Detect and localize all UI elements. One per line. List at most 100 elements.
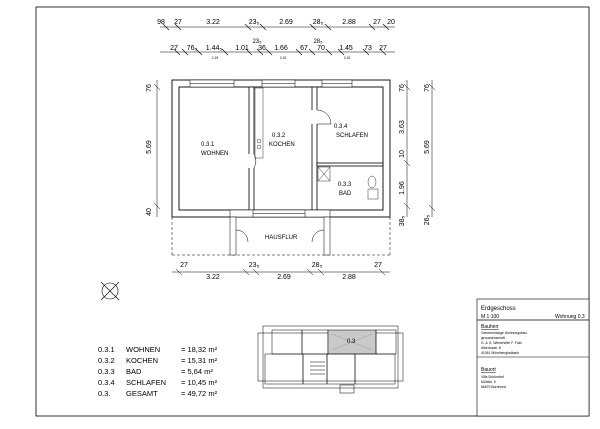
top-dim-label: 28₅ [313, 19, 324, 26]
owner-line: G. & G. Wiesehöfer F. Fiab. [481, 341, 523, 345]
site-heading: Bauort [481, 367, 496, 373]
top-dim-label: 2.69 [279, 19, 293, 26]
right-dim-label: 38₅ [399, 216, 406, 227]
bath-fixtures [317, 166, 379, 200]
top-dim-label: 1.45 [339, 45, 353, 52]
area-row-name: BAD [126, 367, 142, 376]
area-row-value: = 5,64 m² [181, 367, 213, 376]
top-dim-label: 36 [258, 45, 266, 52]
bottom-dim-label: 2.69 [277, 274, 291, 281]
north-arrow-icon [100, 281, 120, 301]
area-row-name: WOHNEN [126, 345, 160, 354]
title-block-scale: M 1:100 [481, 314, 499, 320]
owner-line: Albertusstr. 8 [481, 346, 501, 350]
site-line: Mühlstr. 5 [481, 380, 496, 384]
right-dim-label: 26₅ [424, 215, 431, 226]
top-sub-dim-label: 2.19 [212, 56, 219, 60]
top-dim-label: 76₅ [187, 45, 198, 52]
bottom-dim-label: 27 [374, 262, 382, 269]
bottom-dimension-labels: 27 3.22 23₅ 2.69 28₅ 2.88 27 [180, 262, 382, 281]
top-dim-label: 28₅ [313, 39, 323, 45]
owner-line: 41061 Mönchengladbach [481, 351, 519, 355]
area-row-id: 0.3.3 [98, 367, 115, 376]
sheet-border [35, 6, 590, 417]
top-dim-label: 67 [300, 45, 308, 52]
room-id-bad: 0.3.3 [338, 182, 352, 188]
right-dim-label: 1.96 [399, 181, 406, 195]
bottom-dim-label: 23₅ [249, 262, 260, 269]
title-block-unit: Wohnung 0.3 [555, 314, 585, 320]
interior-doors [248, 109, 332, 169]
top-dimensions [160, 23, 395, 56]
title-block [476, 298, 590, 417]
room-name-hausflur: HAUSFLUR [265, 235, 298, 241]
owner-line: Gemeinnützige Wohnungsbau- [481, 331, 528, 335]
bottom-dim-label: 28₅ [312, 262, 323, 269]
top-dim-label: 1.66 [274, 45, 288, 52]
top-dim-label: 98 [157, 19, 165, 26]
right-dim-label: 3.63 [399, 120, 406, 134]
left-dim-label: 5.69 [146, 140, 153, 154]
windows-top [189, 79, 353, 88]
right-dim-label: 76 [424, 84, 431, 92]
site-line: Villa Schöndorf [481, 375, 504, 379]
top-dim-label: 27 [170, 45, 178, 52]
kitchen-counter [254, 87, 264, 159]
bottom-dimensions [172, 268, 390, 276]
area-row-value: = 10,45 m² [181, 378, 218, 387]
area-row-value: = 18,32 m² [181, 345, 218, 354]
left-dimensions [153, 80, 161, 217]
area-row-name: SCHLAFEN [126, 378, 166, 387]
right-dimensions [403, 80, 436, 217]
top-dim-label: 27 [174, 19, 182, 26]
top-dim-label: 23₅ [252, 39, 262, 45]
right-dim-label: 10 [399, 150, 406, 158]
room-name-kochen: KOCHEN [269, 142, 295, 148]
room-id-kochen: 0.3.2 [272, 133, 286, 139]
top-sub-dim-label: 2.15 [344, 56, 351, 60]
top-dim-label: 23₅ [249, 19, 260, 26]
area-table: 0.3.1 WOHNEN = 18,32 m² 0.3.2 KOCHEN = 1… [98, 345, 218, 398]
room-name-bad: BAD [339, 191, 352, 197]
area-row-id: 0.3.1 [98, 345, 115, 354]
key-plan [257, 325, 404, 394]
top-dim-label: 1.44₅ [206, 45, 223, 52]
left-dim-label: 76 [146, 84, 153, 92]
top-dim-label: 27 [373, 19, 381, 26]
top-dim-label: 2.88 [342, 19, 356, 26]
top-dim-label: 70 [317, 45, 325, 52]
hallway [171, 209, 391, 256]
top-dim-label: 73 [364, 45, 372, 52]
outer-walls [171, 79, 391, 218]
right-dim-label: 76 [399, 84, 406, 92]
bottom-dim-label: 27 [180, 262, 188, 269]
top-dimension-labels: 98 27 3.22 23₅ 2.69 28₅ 2.88 27 20 23₅ 2… [157, 19, 395, 60]
area-row-value: = 49,72 m² [181, 389, 218, 398]
top-sub-dim-label: 2.15 [280, 56, 287, 60]
left-dim-label: 40 [146, 208, 153, 216]
keyplan-unit-label: 0.3 [347, 339, 356, 345]
top-dim-label: 20 [387, 19, 395, 26]
top-dim-label: 1.01 [235, 45, 249, 52]
site-line: 66679 Bornhorst [481, 385, 506, 389]
room-id-schlafen: 0.3.4 [334, 124, 348, 130]
area-row-id: 0.3.4 [98, 378, 115, 387]
area-row-value: = 15,31 m² [181, 356, 218, 365]
title-block-title: Erdgeschoss [481, 306, 516, 312]
area-row-name: KOCHEN [126, 356, 158, 365]
top-dim-label: 27 [379, 45, 387, 52]
area-row-id: 0.3. [98, 389, 111, 398]
room-labels: 0.3.1 WOHNEN 0.3.2 KOCHEN 0.3.4 SCHLAFEN… [201, 124, 368, 241]
top-dim-label: 3.22 [206, 19, 220, 26]
bottom-dim-label: 3.22 [206, 274, 220, 281]
room-id-wohnen: 0.3.1 [201, 142, 215, 148]
room-name-schlafen: SCHLAFEN [336, 133, 368, 139]
floor-plan: 0.3.1 WOHNEN 0.3.2 KOCHEN 0.3.4 SCHLAFEN… [171, 79, 391, 256]
owner-line: genossenschaft [481, 336, 505, 340]
right-dim-label: 5.69 [424, 140, 431, 154]
area-row-id: 0.3.2 [98, 356, 115, 365]
room-name-wohnen: WOHNEN [201, 151, 228, 157]
owner-heading: Bauherr [481, 324, 499, 330]
